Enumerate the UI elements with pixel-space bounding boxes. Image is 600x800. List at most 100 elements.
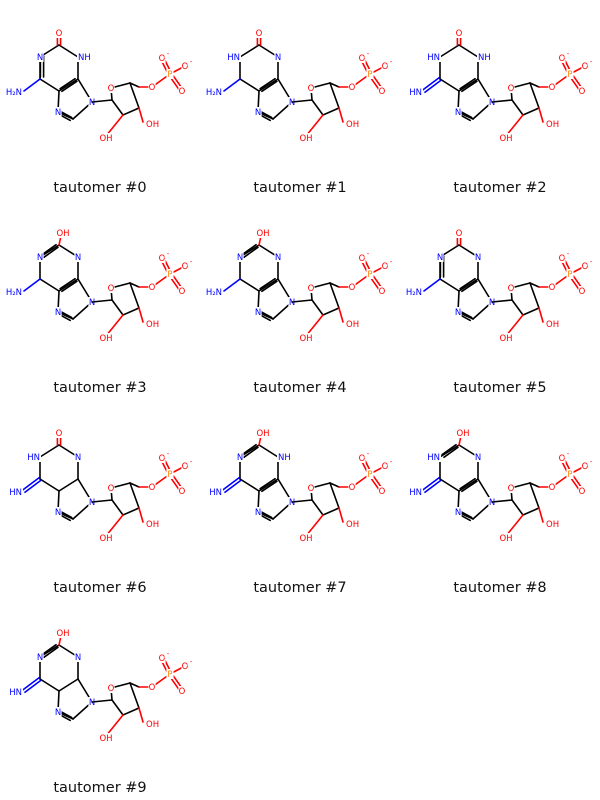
tautomer-caption-0: tautomer #0 xyxy=(53,180,147,196)
bond xyxy=(43,246,59,259)
bond xyxy=(258,278,279,292)
tautomer-caption-3: tautomer #3 xyxy=(53,380,147,396)
bond xyxy=(91,499,113,503)
ring-nitrogen-label: N xyxy=(275,53,281,63)
oxygen-label: O xyxy=(349,283,356,293)
bond xyxy=(322,307,340,316)
imino-label: HN xyxy=(409,88,422,98)
hydroxyl-label: OH xyxy=(499,534,512,544)
bond xyxy=(538,107,544,123)
bond xyxy=(129,282,140,288)
oxygen-label: O xyxy=(582,462,589,472)
bond xyxy=(505,314,524,337)
bond xyxy=(58,478,79,492)
bond xyxy=(458,278,479,292)
label-backdrop xyxy=(164,48,172,58)
bond xyxy=(111,499,124,516)
oxygen-label: O xyxy=(179,287,186,297)
ring-nitrogen-label: N xyxy=(455,308,461,318)
bond xyxy=(522,307,540,316)
ring-nitrogen-label: N xyxy=(37,253,43,263)
ring-nitrogen-label: N xyxy=(55,508,61,518)
label-backdrop xyxy=(381,61,389,71)
label-backdrop xyxy=(74,252,82,262)
bond xyxy=(91,299,113,303)
ring-oxygen-label: O xyxy=(308,484,315,494)
ring-nitrogen-label: HN xyxy=(27,453,40,463)
bond xyxy=(58,44,79,58)
bond xyxy=(111,699,124,716)
label-backdrop xyxy=(145,119,158,129)
label-backdrop xyxy=(299,533,313,543)
oxygen-label: O xyxy=(149,83,156,93)
bond xyxy=(259,510,273,519)
label-backdrop xyxy=(345,519,358,529)
bond xyxy=(111,299,124,316)
bond xyxy=(39,278,60,292)
label-backdrop xyxy=(581,61,589,71)
bond xyxy=(458,78,479,92)
label-backdrop xyxy=(256,228,270,238)
bond xyxy=(511,99,524,116)
bond xyxy=(529,82,540,88)
bond xyxy=(422,476,440,491)
label-backdrop xyxy=(428,52,441,62)
bond xyxy=(422,76,440,91)
label-backdrop xyxy=(254,307,262,317)
charge-label: - xyxy=(167,250,170,258)
label-backdrop xyxy=(36,52,44,62)
bond xyxy=(491,299,513,303)
oxygen-label: O xyxy=(256,29,263,39)
label-backdrop xyxy=(274,52,282,62)
label-backdrop xyxy=(255,28,263,38)
label-backdrop xyxy=(256,428,270,438)
bond xyxy=(439,278,460,292)
bond xyxy=(529,282,540,309)
bond xyxy=(43,646,59,659)
phosphorus-label: P xyxy=(367,70,372,80)
bond xyxy=(329,82,340,88)
label-backdrop xyxy=(107,483,115,493)
bond xyxy=(222,476,240,491)
ring-nitrogen-label: N xyxy=(75,453,81,463)
phosphorus-label: P xyxy=(167,670,172,680)
bond xyxy=(239,278,260,292)
label-backdrop xyxy=(5,87,24,97)
bond xyxy=(329,282,340,309)
label-backdrop xyxy=(566,469,574,479)
bond xyxy=(58,78,79,92)
oxygen-label: O xyxy=(149,283,156,293)
ring-nitrogen-label: N xyxy=(289,98,295,108)
label-backdrop xyxy=(477,52,490,62)
amino-label: H₂N xyxy=(6,288,22,298)
label-backdrop xyxy=(507,283,515,293)
bond xyxy=(129,682,140,709)
amino-label: H₂N xyxy=(206,288,222,298)
phosphorus-label: P xyxy=(567,270,572,280)
label-backdrop xyxy=(558,253,566,263)
charge-label: - xyxy=(390,458,393,466)
bond xyxy=(322,107,340,116)
label-backdrop xyxy=(507,83,515,93)
bond xyxy=(329,282,340,288)
label-backdrop xyxy=(166,69,174,79)
bond xyxy=(224,479,242,494)
label-backdrop xyxy=(410,487,423,497)
phosphorus-label: P xyxy=(367,270,372,280)
label-backdrop xyxy=(581,261,589,271)
ring-nitrogen-label: NH xyxy=(278,453,291,463)
bond xyxy=(122,507,140,516)
oxygen-label: O xyxy=(182,462,189,472)
label-backdrop xyxy=(187,656,195,666)
charge-label: - xyxy=(190,458,193,466)
label-backdrop xyxy=(587,456,595,466)
ring-nitrogen-label: N xyxy=(255,508,261,518)
bond xyxy=(261,280,278,293)
ring-nitrogen-label: N xyxy=(89,698,95,708)
ring-nitrogen-label: N xyxy=(237,253,243,263)
